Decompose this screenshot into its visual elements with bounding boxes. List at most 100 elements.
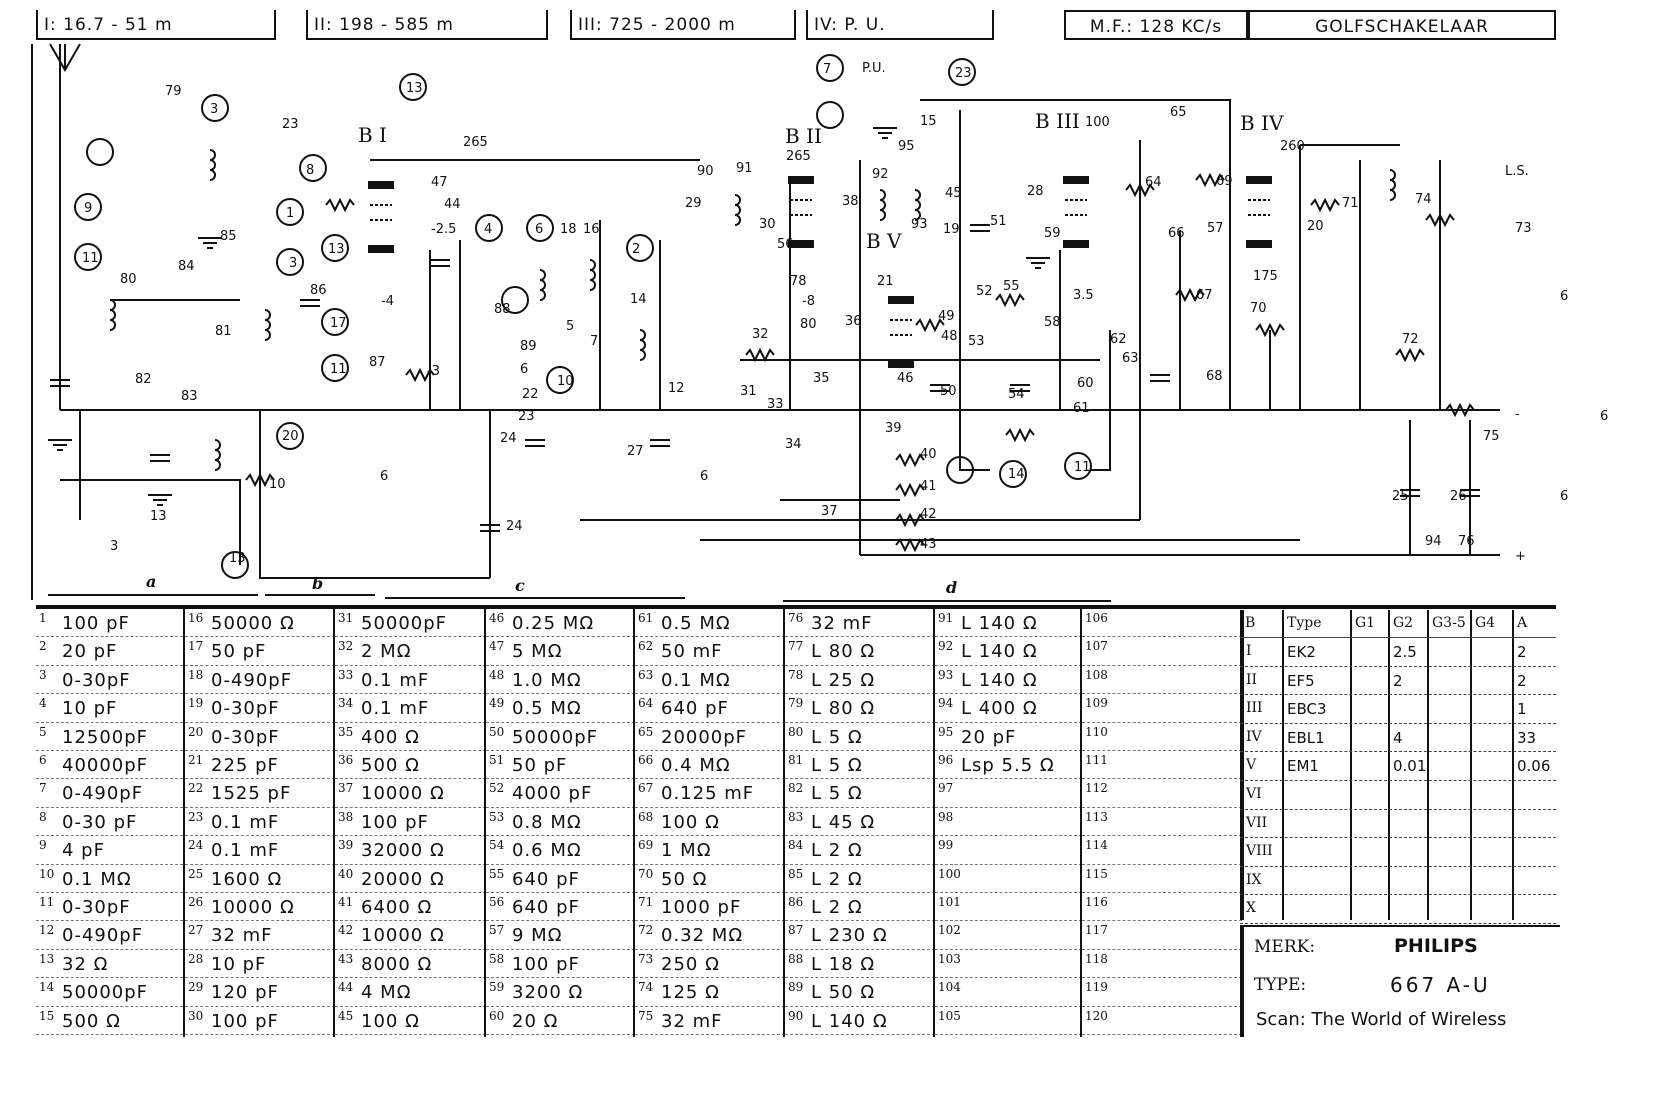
tube-table-row xyxy=(1240,923,1556,924)
part-number: 109 xyxy=(1085,696,1108,711)
part-value: 0-30pF xyxy=(62,897,131,918)
part-value: L 140 Ω xyxy=(961,669,1038,691)
component-label: 41 xyxy=(920,479,937,494)
component-label: 39 xyxy=(885,421,902,436)
resistor-symbol xyxy=(895,512,925,528)
component-label: 32 xyxy=(752,327,769,342)
tube-number: VII xyxy=(1246,814,1268,831)
component-label: 100 xyxy=(1085,115,1110,130)
part-number: 13 xyxy=(39,951,55,966)
part-value: 4 pF xyxy=(62,840,105,862)
component-label: 85 xyxy=(220,229,237,244)
capacitor-symbol xyxy=(150,454,170,462)
part-number: 96 xyxy=(938,753,954,767)
component-label: 29 xyxy=(685,196,702,211)
part-value: 50000 Ω xyxy=(211,613,295,634)
reference-circle xyxy=(526,214,554,242)
part-number: 75 xyxy=(638,1008,654,1023)
component-label: 24 xyxy=(500,431,517,446)
part-number: 87 xyxy=(788,923,804,938)
component-label: 47 xyxy=(431,175,448,190)
reference-circle xyxy=(816,54,844,82)
component-label: 21 xyxy=(877,274,894,289)
part-number: 52 xyxy=(489,781,505,796)
tube-value: 2 xyxy=(1393,671,1403,690)
component-label: 265 xyxy=(786,149,811,164)
component-label: -2.5 xyxy=(431,222,456,237)
part-number: 10 xyxy=(39,866,55,881)
part-value: L 5 Ω xyxy=(811,726,863,748)
parts-row: 116 xyxy=(1082,893,1242,922)
component-label: 86 xyxy=(310,283,327,298)
parts-row: 97 xyxy=(935,779,1082,808)
component-label: 80 xyxy=(120,272,137,287)
resistor-symbol xyxy=(325,197,355,213)
part-value: 400 Ω xyxy=(361,726,420,748)
tube-type: EBL1 xyxy=(1287,728,1325,747)
component-label: 6 xyxy=(520,362,528,377)
capacitor-symbol xyxy=(1150,374,1170,382)
component-label: 13 xyxy=(150,509,167,524)
capacitor-symbol xyxy=(650,439,670,447)
part-value: L 2 Ω xyxy=(811,897,863,918)
component-label: 58 xyxy=(1044,315,1061,330)
resistor-symbol xyxy=(405,367,435,383)
capacitor-symbol xyxy=(1460,489,1480,497)
reference-circle xyxy=(86,138,114,166)
part-number: 81 xyxy=(788,753,804,767)
part-number: 5 xyxy=(39,724,47,739)
part-number: 68 xyxy=(638,809,654,824)
component-label: 53 xyxy=(968,334,985,349)
part-number: 112 xyxy=(1085,781,1108,796)
part-number: 6 xyxy=(39,753,47,767)
component-label: 19 xyxy=(943,222,960,237)
parts-row: 98 xyxy=(935,808,1082,837)
component-label: 10 xyxy=(269,477,286,492)
part-number: 23 xyxy=(188,809,204,824)
resistor-symbol xyxy=(1395,347,1425,363)
part-number: 54 xyxy=(489,838,505,853)
part-number: 38 xyxy=(338,809,354,824)
component-label: 31 xyxy=(740,384,757,399)
tube-table-column-line xyxy=(1282,610,1284,920)
resistor-symbol xyxy=(1425,212,1455,228)
component-label: 6 xyxy=(1560,489,1568,504)
component-label: 69 xyxy=(1216,174,1233,189)
parts-row: 110 xyxy=(1082,723,1242,751)
capacitor-symbol xyxy=(50,379,70,387)
part-value: 32 Ω xyxy=(62,953,109,975)
tube-table-header: A xyxy=(1517,615,1528,631)
merk-value: PHILIPS xyxy=(1394,935,1478,957)
part-number: 91 xyxy=(938,611,954,625)
part-number: 58 xyxy=(489,951,505,966)
part-number: 60 xyxy=(489,1008,505,1023)
parts-row: 106 xyxy=(1082,609,1242,638)
part-number: 37 xyxy=(338,781,354,796)
tube-label: B I xyxy=(358,123,387,147)
parts-row: 100 xyxy=(935,865,1082,893)
part-value: 100 Ω xyxy=(661,811,720,833)
component-label: 54 xyxy=(1008,387,1025,402)
tube-table-header: G2 xyxy=(1393,615,1414,631)
part-value: 10000 Ω xyxy=(361,925,445,947)
parts-row: 108 xyxy=(1082,666,1242,695)
section-b-line xyxy=(265,594,375,596)
capacitor-symbol xyxy=(300,299,320,307)
part-number: 98 xyxy=(938,809,954,824)
part-number: 79 xyxy=(788,696,804,711)
parts-row: 13 32 Ω xyxy=(36,950,183,979)
